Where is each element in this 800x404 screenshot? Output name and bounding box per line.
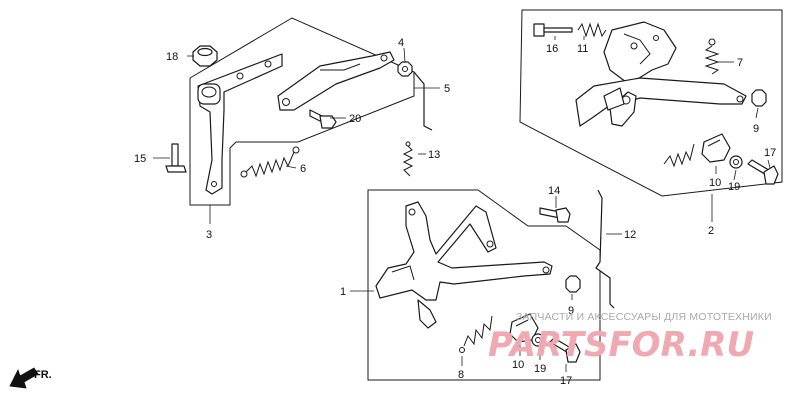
callout-12: 12 (624, 229, 636, 241)
bolt-14 (539, 207, 571, 223)
callout-10-right: 10 (709, 177, 721, 189)
bracket-3 (197, 53, 283, 195)
watermark-caption: ЗАПЧАСТИ И АКСЕССУАРЫ ДЛЯ МОТОТЕХНИКИ (516, 311, 772, 323)
washer-19-right (729, 155, 743, 169)
bolt-16 (533, 23, 573, 37)
nut-9-bottom (565, 275, 581, 293)
nut-18 (192, 45, 218, 67)
callout-6: 6 (300, 163, 306, 175)
front-direction-indicator: FR. (9, 367, 52, 389)
spring-7 (704, 38, 720, 75)
callout-5: 5 (444, 83, 450, 95)
watermark: ЗАПЧАСТИ И АКСЕССУАРЫ ДЛЯ МОТОТЕХНИКИ PA… (488, 311, 772, 365)
callout-15: 15 (134, 153, 146, 165)
callout-4: 4 (398, 37, 404, 49)
clip-10-right (701, 133, 731, 163)
callout-2: 2 (708, 225, 714, 237)
rod-5 (413, 71, 433, 131)
callout-9-right: 9 (753, 123, 759, 135)
frame-group-2 (519, 9, 783, 197)
bolt-17-right (747, 159, 779, 185)
callout-13: 13 (428, 149, 440, 161)
callout-18: 18 (166, 51, 178, 63)
frame-group-1 (367, 189, 601, 381)
callout-3: 3 (206, 229, 212, 241)
front-arrow-icon (9, 367, 39, 389)
rod-12 (595, 189, 615, 309)
control-assembly-1 (375, 201, 553, 329)
spring-8-bottom (459, 315, 493, 353)
lever-plate-20 (277, 51, 395, 111)
callout-20: 20 (349, 113, 361, 125)
callout-11: 11 (577, 43, 588, 55)
callout-19-bottom: 19 (534, 363, 546, 375)
callout-19-right: 19 (728, 181, 740, 193)
control-assembly-2 (575, 21, 747, 127)
callout-7: 7 (737, 57, 743, 69)
watermark-logo: PARTSFOR.RU (488, 325, 754, 365)
leader-lines (153, 36, 771, 372)
callout-16: 16 (546, 43, 558, 55)
spring-8-right (663, 143, 695, 168)
callout-17-bottom: 17 (560, 375, 572, 387)
spring-13 (402, 141, 414, 177)
bolt-15 (165, 143, 187, 173)
spring-6 (240, 146, 300, 178)
bolt-17-bottom (549, 337, 581, 363)
callout-17-right: 17 (764, 147, 776, 159)
nut-4 (397, 61, 413, 77)
callout-10-bottom: 10 (512, 359, 524, 371)
callout-8: 8 (458, 369, 464, 381)
callout-1: 1 (340, 286, 346, 298)
nut-9-right (751, 89, 767, 107)
bolt-20 (309, 109, 337, 129)
washer-19-bottom (531, 333, 545, 347)
spring-11 (577, 22, 607, 38)
callout-9-bottom: 9 (568, 305, 574, 317)
callouts: 18 4 5 20 15 6 13 3 16 11 7 9 17 10 19 2… (134, 37, 776, 387)
front-label: FR. (34, 369, 52, 381)
callout-14: 14 (548, 185, 560, 197)
